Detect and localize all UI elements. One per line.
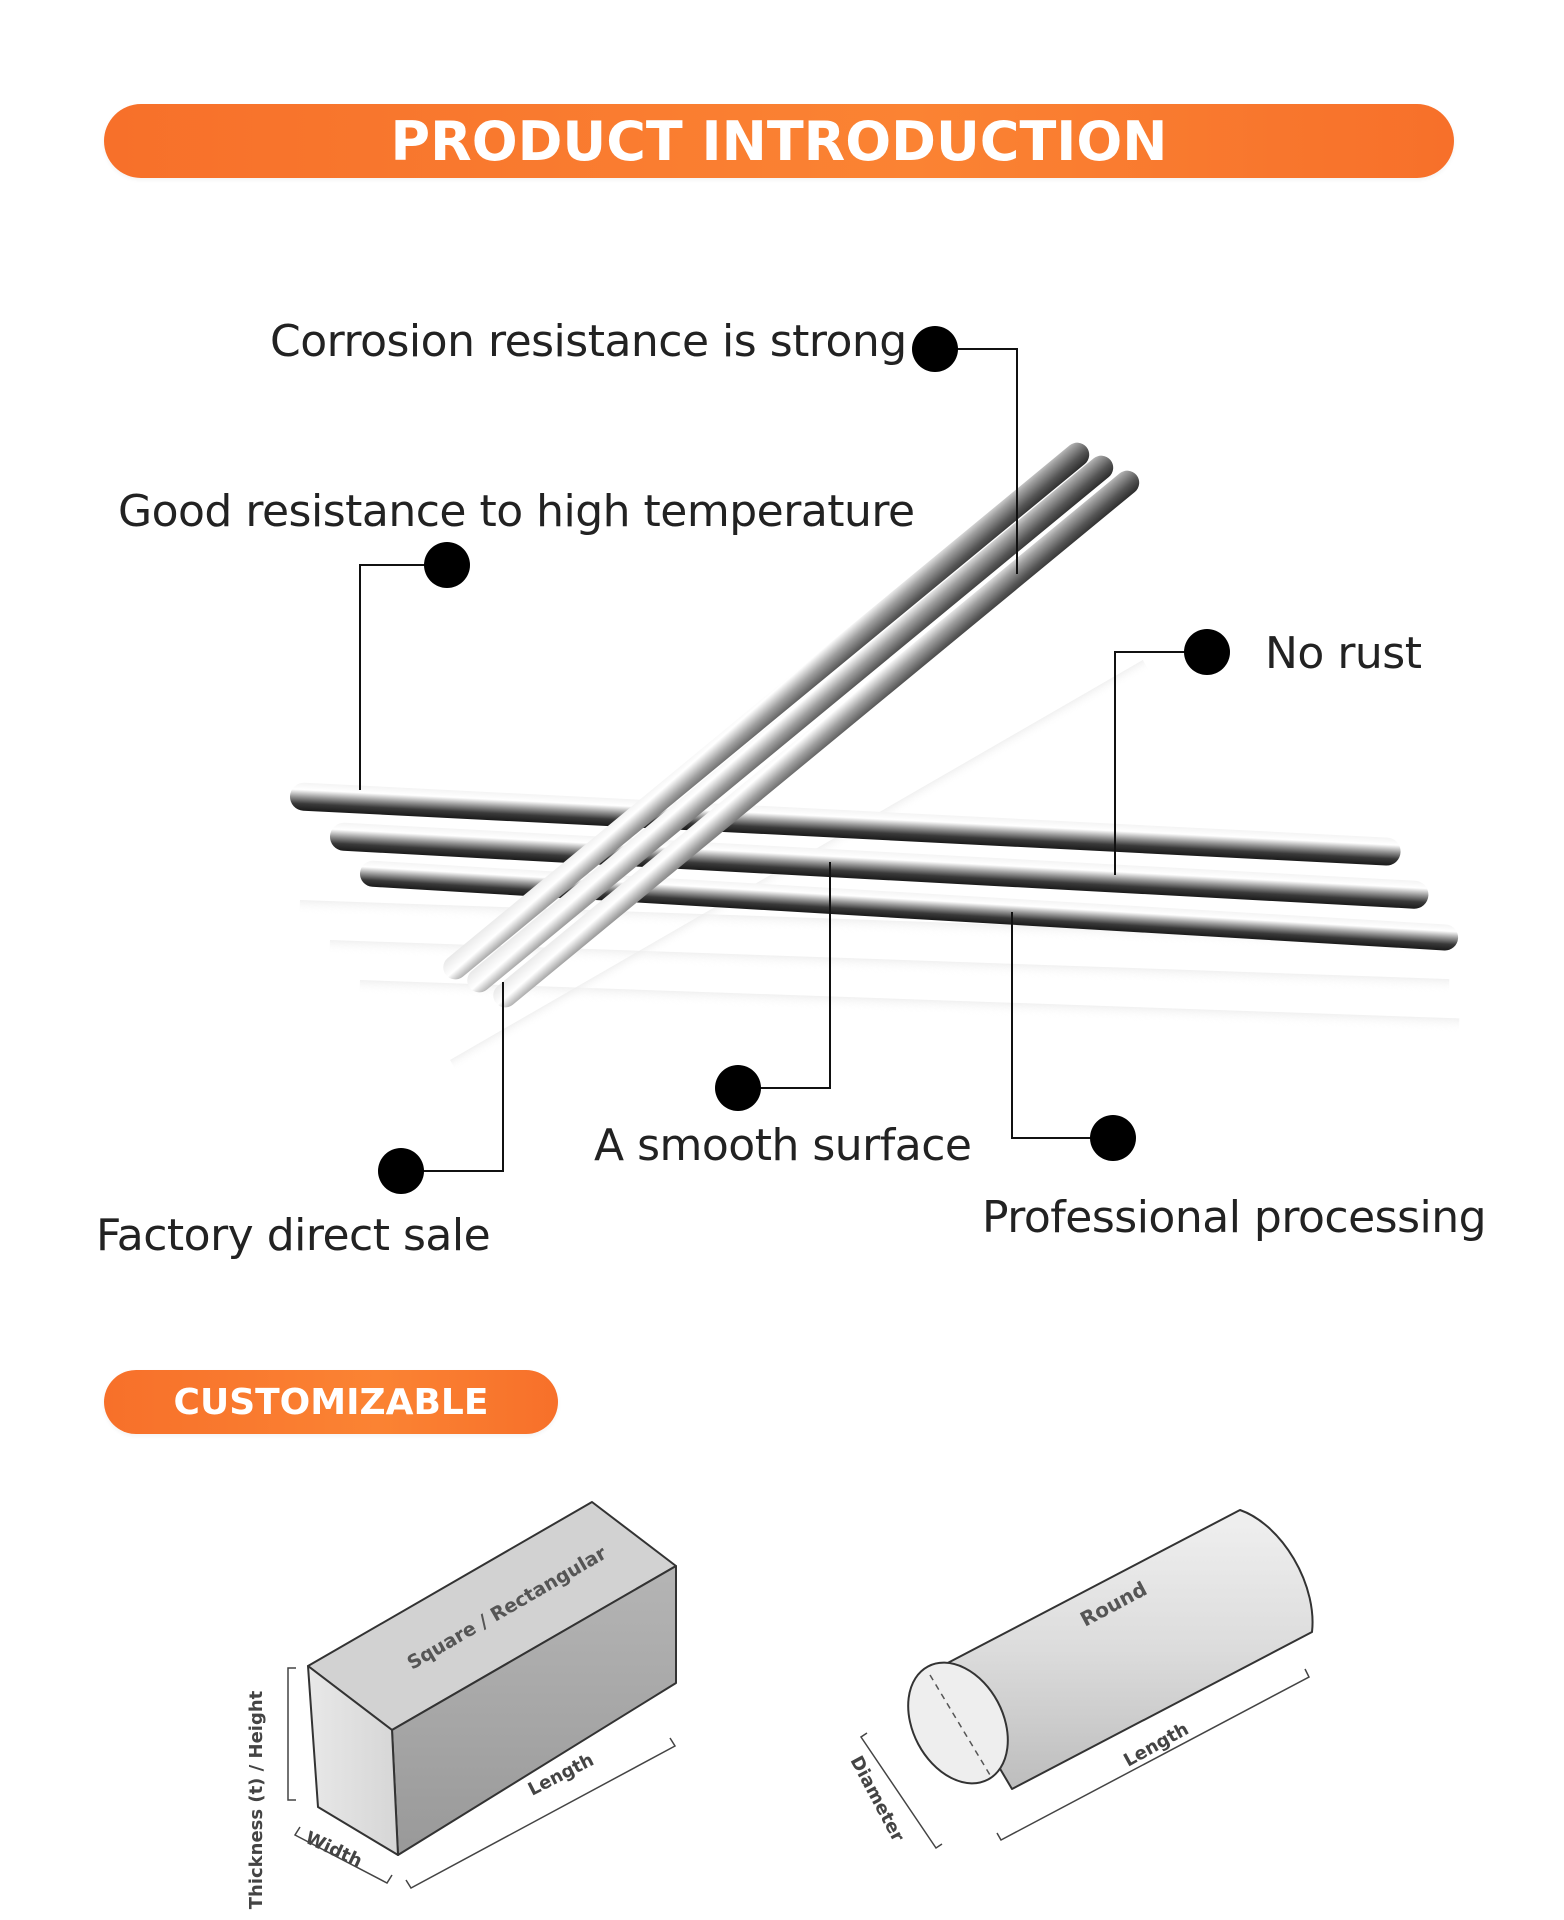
square-bar-dimension-lines: [287, 1667, 677, 1889]
diagonal-rods: [443, 442, 1140, 1008]
round-bar-diameter-line: [929, 1674, 991, 1776]
square-bar-end-face: [307, 1665, 399, 1856]
feature-smooth-label: A smooth surface: [594, 1120, 972, 1171]
temperature-callout-dot: [424, 542, 470, 588]
customizable-title: CUSTOMIZABLE: [173, 1381, 489, 1423]
corrosion-callout-dot: [912, 326, 958, 372]
steel-rods-illustration: [289, 326, 1460, 1194]
square-bar-thickness-label: Thickness (t) / Height: [246, 1690, 267, 1909]
feature-temperature-label: Good resistance to high temperature: [118, 486, 915, 537]
round-bar-dimension-lines: [859, 1668, 1310, 1850]
feature-no-rust-label: No rust: [1265, 628, 1422, 679]
product-introduction-title: PRODUCT INTRODUCTION: [390, 109, 1168, 173]
no-rust-callout-dot: [1184, 629, 1230, 675]
factory-callout-dot: [378, 1148, 424, 1194]
round-bar-diagram: Round: [907, 1509, 1314, 1790]
callout-dots: [378, 326, 1230, 1194]
round-bar-diameter-label: Diameter: [846, 1752, 909, 1845]
square-bar-width-label: Width: [302, 1827, 366, 1872]
customizable-banner: CUSTOMIZABLE: [104, 1370, 558, 1434]
shape-diagrams: Square / Rectangular Thickness (t) / Hei…: [246, 1501, 1314, 1909]
feature-factory-label: Factory direct sale: [96, 1210, 491, 1261]
feature-corrosion-label: Corrosion resistance is strong: [270, 316, 907, 367]
square-bar-diagram: Square / Rectangular: [307, 1501, 677, 1856]
product-introduction-banner: PRODUCT INTRODUCTION: [104, 104, 1454, 178]
callout-lines: [359, 348, 1207, 1172]
professional-callout-dot: [1090, 1115, 1136, 1161]
smooth-callout-dot: [715, 1065, 761, 1111]
round-bar-body: [939, 1509, 1314, 1790]
feature-professional-label: Professional processing: [982, 1192, 1487, 1243]
